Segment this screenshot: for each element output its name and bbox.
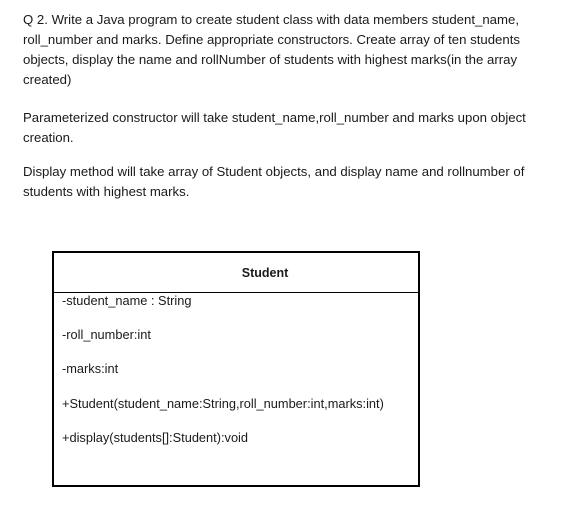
question-line: objects, display the name and rollNumber…: [23, 52, 518, 67]
uml-class-diagram: Student -student_name : String -roll_num…: [52, 251, 420, 487]
question-paragraph-1: Q 2. Write a Java program to create stud…: [23, 10, 553, 90]
question-line: roll_number and marks. Define appropriat…: [23, 32, 520, 47]
question-line: Parameterized constructor will take stud…: [23, 110, 526, 125]
question-line: creation.: [23, 130, 74, 145]
uml-attribute-marks: -marks:int: [62, 361, 119, 376]
uml-method-constructor: +Student(student_name:String,roll_number…: [62, 396, 384, 411]
uml-class-header: Student: [54, 253, 418, 293]
uml-method-display: +display(students[]:Student):void: [62, 430, 249, 445]
question-paragraph-3: Display method will take array of Studen…: [23, 162, 553, 202]
question-paragraph-2: Parameterized constructor will take stud…: [23, 108, 553, 148]
question-line: Q 2. Write a Java program to create stud…: [23, 12, 519, 27]
uml-class-name: Student: [241, 265, 289, 280]
uml-attribute-student-name: -student_name : String: [62, 293, 192, 308]
question-line: students with highest marks.: [23, 184, 190, 199]
question-line: created): [23, 72, 72, 87]
uml-attribute-roll-number: -roll_number:int: [62, 327, 151, 342]
question-line: Display method will take array of Studen…: [23, 164, 525, 179]
